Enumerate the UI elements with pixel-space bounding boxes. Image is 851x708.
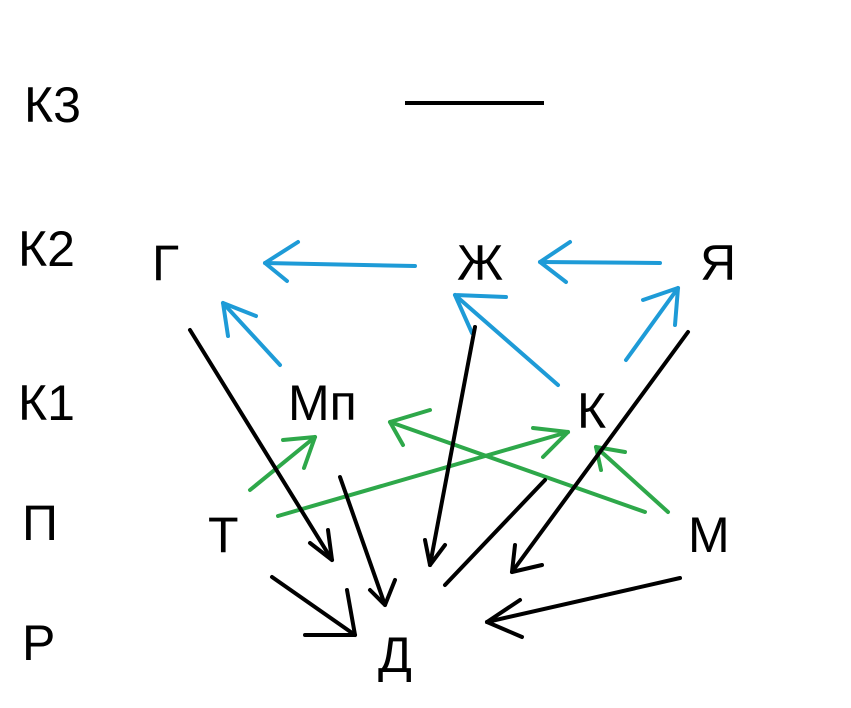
arrow-k-to-ya [624, 286, 680, 362]
arrowhead-t-to-mp [281, 435, 317, 470]
node-t: Т [208, 507, 239, 563]
arrow-m-to-d [485, 576, 682, 624]
arrow-m-to-mp [388, 420, 647, 514]
node-k: К [577, 383, 606, 439]
arrow-zh-to-g [263, 261, 417, 268]
level-label-r: Р [22, 615, 55, 671]
node-g: Г [152, 235, 179, 291]
node-m: М [688, 507, 730, 563]
node-zh: Ж [457, 235, 503, 291]
level-label-p: П [22, 495, 58, 551]
arrowhead-mp-to-d [368, 578, 397, 607]
arrow-mp-to-g [221, 301, 282, 367]
arrow-t-to-d [270, 575, 357, 637]
arrowhead-mp-to-g [221, 301, 258, 338]
arrowhead-g-to-d [308, 528, 334, 562]
arrow-ya-to-zh [538, 260, 662, 265]
arrowhead-ya-to-d [510, 543, 544, 574]
arrowhead-m-to-d [485, 598, 524, 639]
arrowhead-k-to-zh [453, 293, 508, 335]
arrow-ya-to-d [510, 330, 690, 574]
arrow-mp-to-d [338, 475, 387, 607]
arrowhead-m-to-mp [388, 408, 432, 447]
level-label-k3: К3 [24, 77, 81, 133]
green-arrows [248, 408, 670, 518]
node-d: Д [378, 627, 412, 683]
arrowhead-t-to-k [531, 426, 570, 459]
level-label-k1: К1 [18, 375, 75, 431]
level-label-k2: К2 [18, 221, 75, 277]
node-ya: Я [700, 235, 736, 291]
arrow-t-to-mp [248, 435, 317, 492]
arrow-m-to-k [594, 445, 670, 514]
arrow-zh-to-d [428, 325, 477, 567]
arrow-g-to-d [188, 328, 334, 562]
blue-arrows [221, 240, 680, 387]
node-mp: Мп [288, 375, 357, 431]
arrowhead-k-to-ya [641, 286, 680, 327]
arrow-t-to-k [276, 430, 570, 518]
arrow-k-to-d [443, 478, 547, 587]
arrowhead-zh-to-d [423, 538, 447, 567]
arrowhead-zh-to-g [263, 240, 300, 283]
black-arrows [188, 325, 690, 639]
arrow-k-to-zh [453, 293, 560, 387]
arrowhead-ya-to-zh [538, 240, 572, 284]
arrowhead-t-to-d [303, 588, 357, 637]
